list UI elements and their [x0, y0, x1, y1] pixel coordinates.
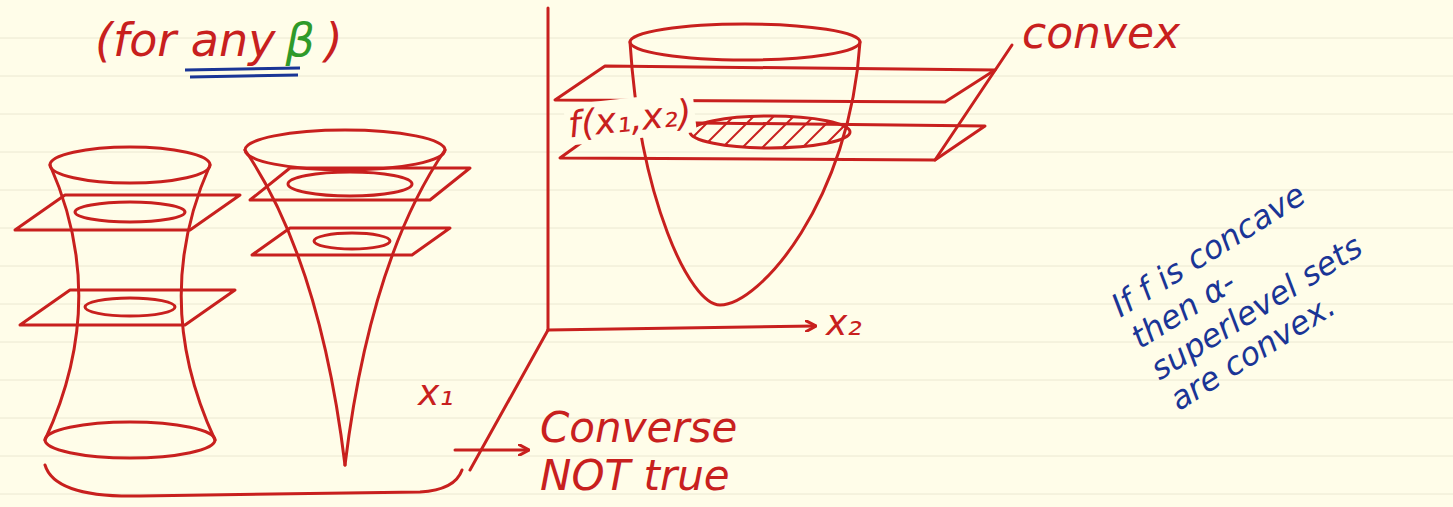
cone-figure [245, 130, 470, 465]
heading-text: (for any [95, 13, 275, 67]
bracket [45, 465, 462, 496]
note-text: Converse NOT true [540, 404, 790, 501]
leader-line [935, 45, 1012, 160]
heading-symbol: β [275, 13, 324, 67]
underline [185, 68, 300, 77]
arrow [455, 449, 528, 452]
axis-label: x₁ [418, 372, 454, 413]
note-text: convex [1022, 8, 1180, 59]
axis-label: x₂ [826, 302, 862, 343]
axes [470, 8, 815, 470]
heading-group: (for anyβ) [95, 14, 343, 67]
hyperboloid-figure [15, 147, 240, 458]
paraboloid-figure [555, 24, 995, 305]
heading-text: ) [325, 13, 343, 67]
